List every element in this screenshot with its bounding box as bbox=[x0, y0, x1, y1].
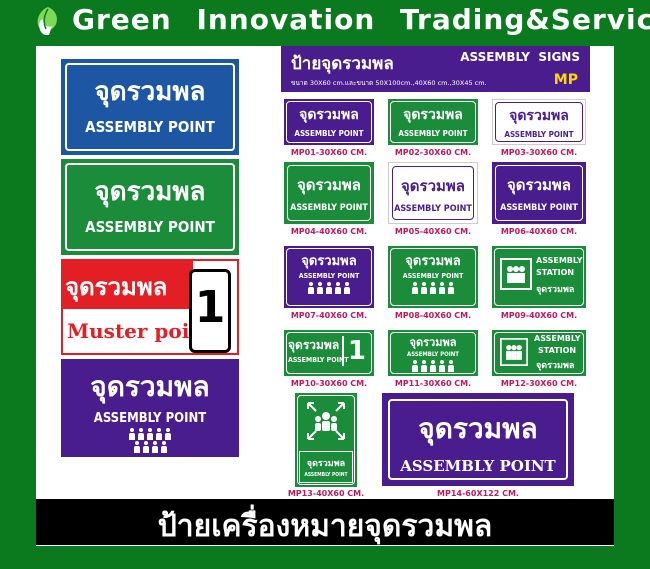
assembly-station-icon bbox=[500, 338, 528, 366]
sign-english-text: ASSEMBLY POINT bbox=[294, 129, 364, 138]
banner-english-title: ASSEMBLY SIGNS bbox=[460, 50, 580, 64]
sign-english-text: ASSEMBLY bbox=[534, 334, 581, 343]
sign-english-text: STATION bbox=[538, 346, 577, 355]
sign-english-text: ASSEMBLY POINT bbox=[85, 118, 215, 136]
sign-thai-text: จุดรวมพล bbox=[536, 361, 575, 371]
footer-title-bar: ป้ายเครื่องหมายจุดรวมพล bbox=[36, 499, 614, 545]
sign-thai-text: จุดรวมพล bbox=[90, 370, 210, 403]
sign-thai-text: จุดรวมพล bbox=[536, 285, 575, 295]
product-mp10: จุดรวมพล ASSEMBLY POINT 1 bbox=[284, 330, 374, 376]
people-icon bbox=[61, 441, 239, 453]
sign-english-text: ASSEMBLY POINT bbox=[298, 272, 360, 280]
product-mp12: ASSEMBLY STATION จุดรวมพล bbox=[492, 330, 586, 376]
caption-mp08: MP08-40X60 CM. bbox=[394, 311, 472, 320]
product-mp05: จุดรวมพล ASSEMBLY POINT bbox=[388, 162, 478, 224]
assembly-station-icon bbox=[500, 258, 532, 290]
caption-mp04: MP04-40X60 CM. bbox=[290, 227, 368, 236]
product-mp01: จุดรวมพล ASSEMBLY POINT bbox=[284, 99, 374, 145]
product-mp13: จุดรวมพล ASSEMBLY POINT bbox=[295, 393, 357, 487]
sign-thai-text: จุดรวมพล bbox=[401, 177, 465, 195]
sign-english-text: ASSEMBLY POINT bbox=[93, 411, 207, 426]
sign-left-muster: จุดรวมพล Muster point 1 bbox=[61, 259, 239, 355]
sign-english-text: ASSEMBLY POINT bbox=[402, 272, 464, 280]
sign-thai-text: จุดรวมพล bbox=[94, 77, 206, 107]
sign-thai-text: จุดรวมพล bbox=[507, 176, 571, 194]
caption-mp11: MP11-30X60 CM. bbox=[394, 379, 472, 388]
sign-english-text: ASSEMBLY POINT bbox=[407, 351, 459, 358]
caption-mp09: MP09-40X60 CM. bbox=[500, 311, 578, 320]
banner-thai-title: ป้ายจุดรวมพล bbox=[291, 54, 394, 74]
sign-thai-text: จุดรวมพล bbox=[297, 176, 361, 194]
sign-thai-text: จุดรวมพล bbox=[409, 336, 457, 349]
sign-english-text: Muster point bbox=[67, 319, 214, 343]
sign-thai-text: จุดรวมพล bbox=[418, 412, 538, 445]
sign-thai-text: จุดรวมพล bbox=[509, 108, 569, 124]
assembly-point-icon bbox=[307, 402, 345, 440]
caption-mp14: MP14-60X122 CM. bbox=[437, 489, 519, 498]
caption-mp13: MP13-40X60 CM. bbox=[287, 489, 365, 498]
people-icon bbox=[61, 428, 239, 440]
sign-thai-text: จุดรวมพล bbox=[306, 459, 346, 469]
sign-thai-text: จุดรวมพล bbox=[405, 254, 461, 269]
sign-english-text: ASSEMBLY POINT bbox=[85, 218, 215, 236]
sign-english-text: ASSEMBLY POINT bbox=[304, 472, 348, 478]
sign-english-text: ASSEMBLY POINT bbox=[288, 356, 349, 364]
sign-english-text: ASSEMBLY POINT bbox=[394, 204, 472, 214]
brand-name: Green Innovation Trading&Service bbox=[72, 3, 650, 36]
caption-mp05: MP05-40X60 CM. bbox=[394, 227, 472, 236]
sign-thai-text: จุดรวมพล bbox=[403, 107, 463, 123]
caption-mp12: MP12-30X60 CM. bbox=[500, 379, 578, 388]
sign-left-green: จุดรวมพล ASSEMBLY POINT bbox=[61, 159, 239, 255]
product-mp03: จุดรวมพล ASSEMBLY POINT bbox=[492, 99, 586, 145]
people-icon bbox=[388, 282, 478, 294]
caption-mp06: MP06-40X60 CM. bbox=[500, 227, 578, 236]
sign-english-text: ASSEMBLY POINT bbox=[398, 129, 468, 138]
product-mp11: จุดรวมพล ASSEMBLY POINT bbox=[388, 330, 478, 376]
header: Green Innovation Trading&Service bbox=[0, 0, 650, 44]
caption-mp01: MP01-30X60 CM. bbox=[290, 148, 368, 157]
sign-english-text: ASSEMBLY POINT bbox=[504, 130, 574, 139]
footer-title: ป้ายเครื่องหมายจุดรวมพล bbox=[157, 509, 493, 544]
sign-english-text: ASSEMBLY POINT bbox=[500, 203, 578, 213]
people-icon bbox=[284, 282, 374, 294]
sign-thai-text: จุดรวมพล bbox=[65, 273, 168, 301]
product-mp06: จุดรวมพล ASSEMBLY POINT bbox=[492, 162, 586, 224]
sign-thai-text: จุดรวมพล bbox=[288, 338, 340, 352]
caption-mp02: MP02-30X60 CM. bbox=[394, 148, 472, 157]
sign-english-text: STATION bbox=[536, 268, 575, 277]
product-mp07: จุดรวมพล ASSEMBLY POINT bbox=[284, 246, 374, 308]
leaf-logo-icon bbox=[37, 7, 57, 35]
sign-thai-text: จุดรวมพล bbox=[94, 177, 206, 207]
sign-thai-text: จุดรวมพล bbox=[299, 107, 359, 123]
sign-left-purple: จุดรวมพล ASSEMBLY POINT bbox=[61, 359, 239, 457]
people-icon bbox=[388, 360, 478, 372]
caption-mp03: MP03-30X60 CM. bbox=[500, 148, 578, 157]
banner-sizes: ขนาด 30X60 cm.และขนาด 50X100cm.,40X60 cm… bbox=[291, 79, 487, 87]
product-mp14: จุดรวมพล ASSEMBLY POINT bbox=[382, 393, 574, 486]
sign-thai-text: จุดรวมพล bbox=[301, 254, 357, 269]
product-mp04: จุดรวมพล ASSEMBLY POINT bbox=[284, 162, 374, 224]
sign-english-text: ASSEMBLY POINT bbox=[290, 203, 368, 213]
sign-english-text: ASSEMBLY POINT bbox=[400, 457, 556, 475]
sign-english-text: ASSEMBLY bbox=[536, 256, 583, 265]
sign-number: 1 bbox=[341, 336, 366, 366]
banner-code: MP bbox=[553, 72, 578, 88]
number-box: 1 bbox=[189, 269, 231, 353]
product-mp08: จุดรวมพล ASSEMBLY POINT bbox=[388, 246, 478, 308]
sign-number: 1 bbox=[194, 282, 226, 333]
product-mp02: จุดรวมพล ASSEMBLY POINT bbox=[388, 99, 478, 145]
caption-mp07: MP07-40X60 CM. bbox=[290, 311, 368, 320]
caption-mp10: MP10-30X60 CM. bbox=[290, 379, 368, 388]
product-mp09: ASSEMBLY STATION จุดรวมพล bbox=[492, 246, 586, 308]
assembly-signs-banner: ป้ายจุดรวมพล ASSEMBLY SIGNS MP ขนาด 30X6… bbox=[281, 46, 590, 92]
sign-left-blue: จุดรวมพล ASSEMBLY POINT bbox=[61, 59, 239, 155]
